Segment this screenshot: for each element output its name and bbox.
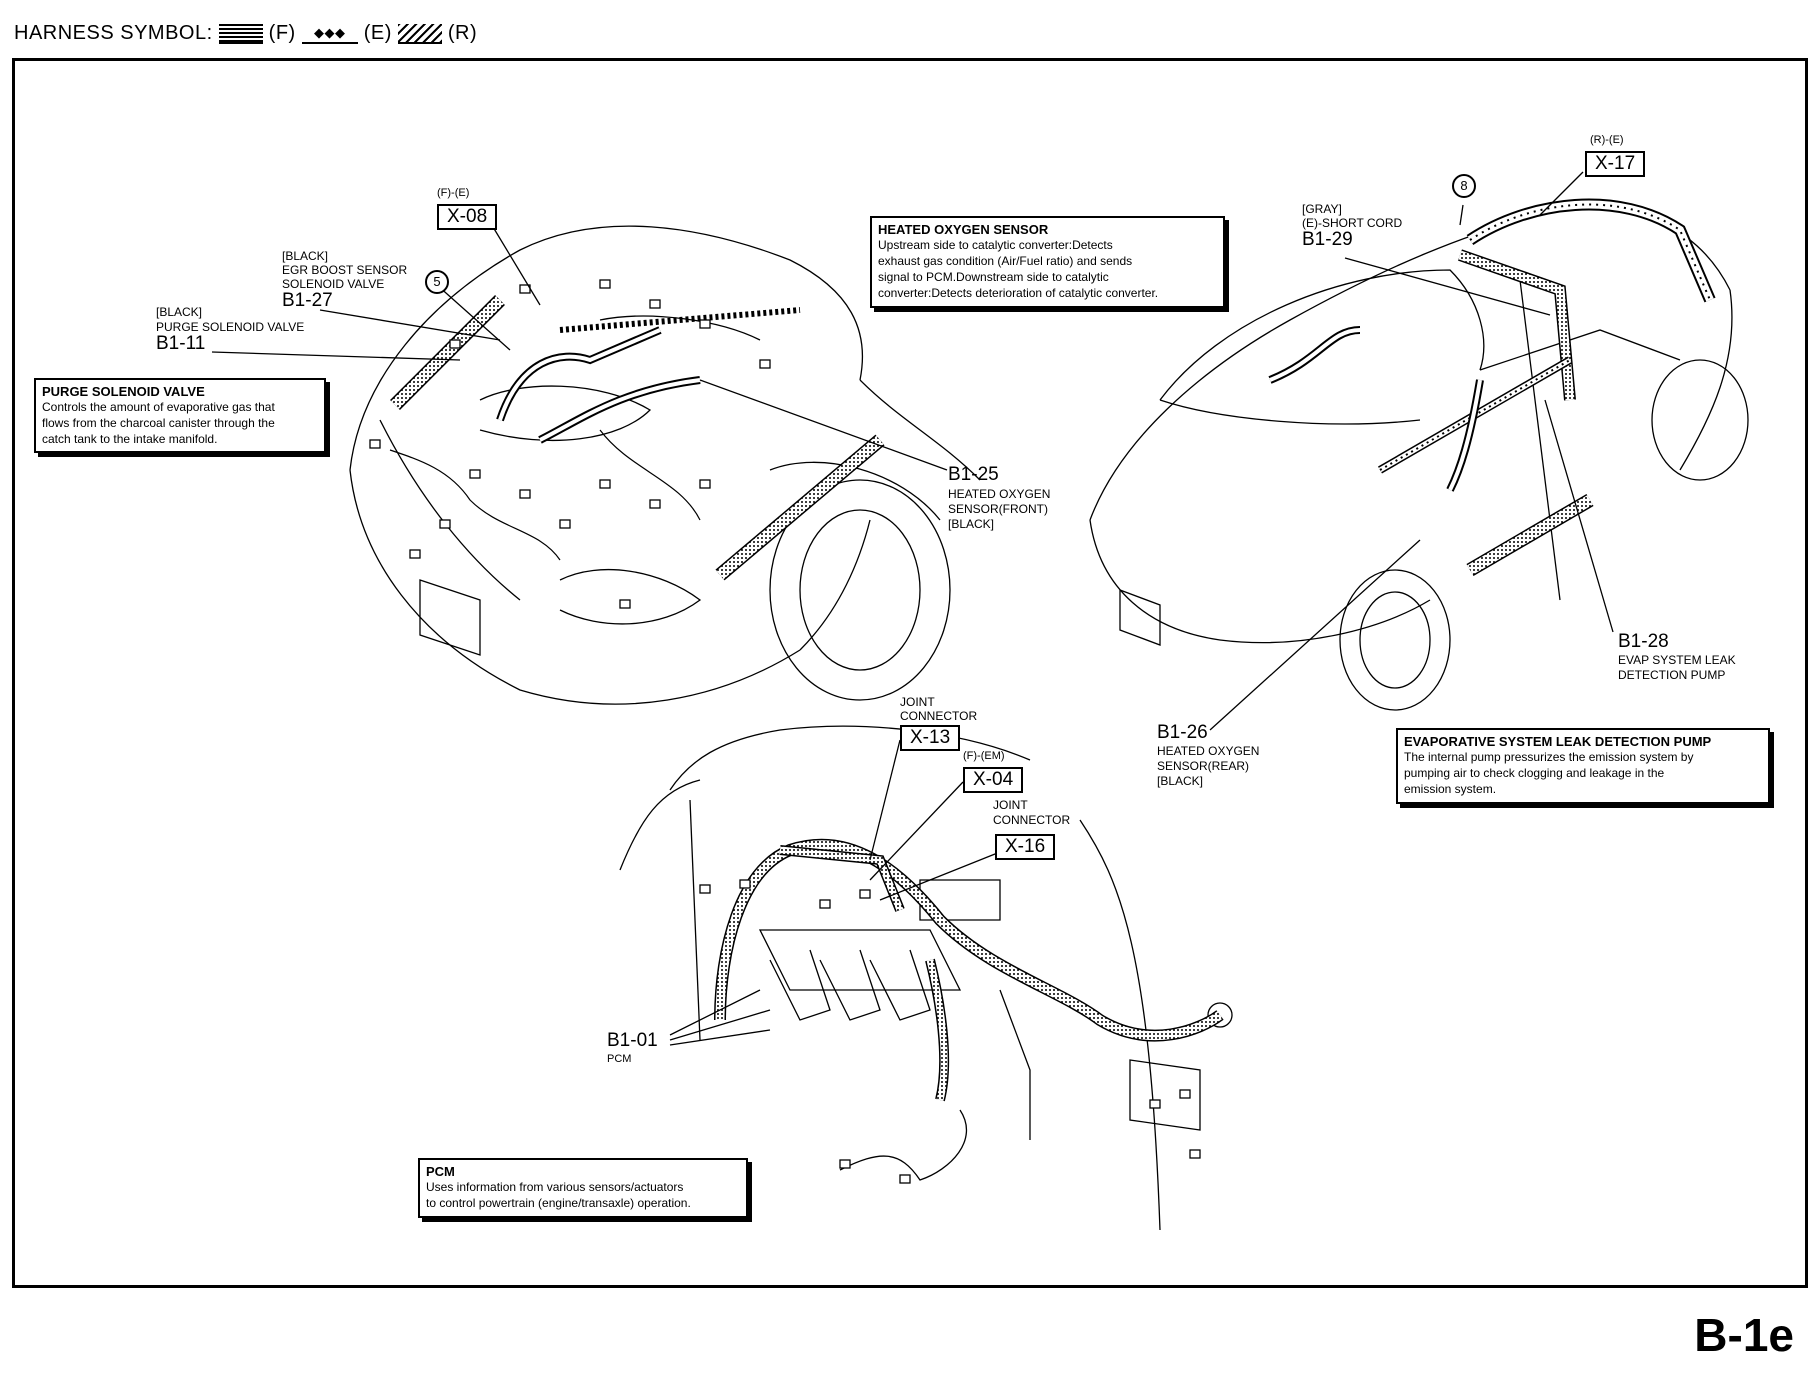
b125-name-2: SENSOR(FRONT) bbox=[948, 502, 1048, 516]
b128-name-2: DETECTION PUMP bbox=[1618, 668, 1726, 682]
pcm-note: PCM Uses information from various sensor… bbox=[418, 1158, 748, 1218]
evap-note-line-1: The internal pump pressurizes the emissi… bbox=[1404, 750, 1694, 764]
x16-connector-code: X-16 bbox=[995, 834, 1056, 860]
pcm-note-line-2: to control powertrain (engine/transaxle)… bbox=[426, 1196, 691, 1210]
b125-color: [BLACK] bbox=[948, 517, 995, 531]
purge-note-line-1: Controls the amount of evaporative gas t… bbox=[42, 400, 275, 414]
heated-note-line-3: signal to PCM.Downstream side to catalyt… bbox=[878, 270, 1109, 284]
evap-leak-pump-note: EVAPORATIVE SYSTEM LEAK DETECTION PUMP T… bbox=[1396, 728, 1770, 804]
x08-harness-tag: (F)-(E) bbox=[437, 187, 470, 199]
heated-oxygen-sensor-note: HEATED OXYGEN SENSOR Upstream side to ca… bbox=[870, 216, 1225, 308]
purge-solenoid-note: PURGE SOLENOID VALVE Controls the amount… bbox=[34, 378, 326, 453]
evap-note-title: EVAPORATIVE SYSTEM LEAK DETECTION PUMP bbox=[1404, 734, 1712, 749]
x17-connector-code: X-17 bbox=[1585, 151, 1646, 177]
legend-engine: (E) bbox=[363, 22, 392, 44]
b101-name: PCM bbox=[607, 1053, 632, 1065]
b127-connector-code: B1-27 bbox=[282, 290, 333, 311]
b126-connector-code: B1-26 bbox=[1157, 722, 1208, 743]
page-number: B-1e bbox=[1694, 1309, 1794, 1361]
heated-note-line-2: exhaust gas condition (Air/Fuel ratio) a… bbox=[878, 254, 1133, 268]
evap-note-line-3: emission system. bbox=[1404, 782, 1497, 796]
heated-note-title: HEATED OXYGEN SENSOR bbox=[878, 222, 1049, 237]
rear-car-outline bbox=[1089, 207, 1749, 711]
b129-color: [GRAY] bbox=[1302, 202, 1342, 216]
harness-symbol-legend: HARNESS SYMBOL: (F) ◆◆◆ (E) (R) bbox=[14, 22, 477, 45]
b127-color: [BLACK] bbox=[282, 249, 329, 263]
location-8-marker: 8 bbox=[1452, 174, 1476, 198]
b126-color: [BLACK] bbox=[1157, 774, 1204, 788]
b125-name-1: HEATED OXYGEN bbox=[948, 487, 1051, 501]
b111-color: [BLACK] bbox=[156, 305, 203, 319]
b129-connector-code: B1-29 bbox=[1302, 229, 1353, 250]
b126-name-1: HEATED OXYGEN bbox=[1157, 744, 1260, 758]
engine-harness-symbol: ◆◆◆ bbox=[301, 24, 358, 44]
legend-label: HARNESS SYMBOL: bbox=[14, 22, 213, 44]
b128-connector-code: B1-28 bbox=[1618, 631, 1669, 652]
b111-connector-code: B1-11 bbox=[156, 333, 206, 354]
evap-note-line-2: pumping air to check clogging and leakag… bbox=[1404, 766, 1665, 780]
purge-note-line-3: catch tank to the intake manifold. bbox=[42, 432, 218, 446]
b129-name: (E)-SHORT CORD bbox=[1302, 216, 1403, 230]
b111-name: PURGE SOLENOID VALVE bbox=[156, 320, 305, 334]
x17-harness-tag: (R)-(E) bbox=[1590, 134, 1624, 146]
pcm-note-title: PCM bbox=[426, 1164, 455, 1179]
engine-bay-outline bbox=[619, 725, 1233, 1231]
x04-harness-tag: (F)-(EM) bbox=[963, 750, 1005, 762]
x16-desc-2: CONNECTOR bbox=[993, 813, 1071, 827]
x13-desc-1: JOINT bbox=[900, 695, 935, 709]
b125-connector-code: B1-25 bbox=[948, 464, 999, 485]
b128-name-1: EVAP SYSTEM LEAK bbox=[1618, 653, 1736, 667]
x08-connector-code: X-08 bbox=[437, 204, 498, 230]
legend-rear: (R) bbox=[447, 22, 478, 44]
diagram-frame bbox=[12, 58, 1808, 1288]
x13-desc-2: CONNECTOR bbox=[900, 709, 978, 723]
x13-connector-code: X-13 bbox=[900, 725, 961, 751]
location-5-marker: 5 bbox=[425, 270, 449, 294]
front-harness-symbol bbox=[218, 23, 263, 44]
rear-harness-symbol bbox=[397, 23, 442, 44]
x04-connector-code: X-04 bbox=[963, 767, 1024, 793]
b101-connector-code: B1-01 bbox=[607, 1030, 658, 1051]
b127-name-1: EGR BOOST SENSOR bbox=[282, 263, 408, 277]
legend-front: (F) bbox=[268, 22, 296, 44]
heated-note-line-4: converter:Detects deterioration of catal… bbox=[878, 286, 1159, 300]
b126-name-2: SENSOR(REAR) bbox=[1157, 759, 1250, 773]
purge-note-line-2: flows from the charcoal canister through… bbox=[42, 416, 275, 430]
purge-note-title: PURGE SOLENOID VALVE bbox=[42, 384, 205, 399]
heated-note-line-1: Upstream side to catalytic converter:Det… bbox=[878, 238, 1113, 252]
pcm-note-line-1: Uses information from various sensors/ac… bbox=[426, 1180, 684, 1194]
x16-desc-1: JOINT bbox=[993, 798, 1028, 812]
b127-name-2: SOLENOID VALVE bbox=[282, 277, 385, 291]
